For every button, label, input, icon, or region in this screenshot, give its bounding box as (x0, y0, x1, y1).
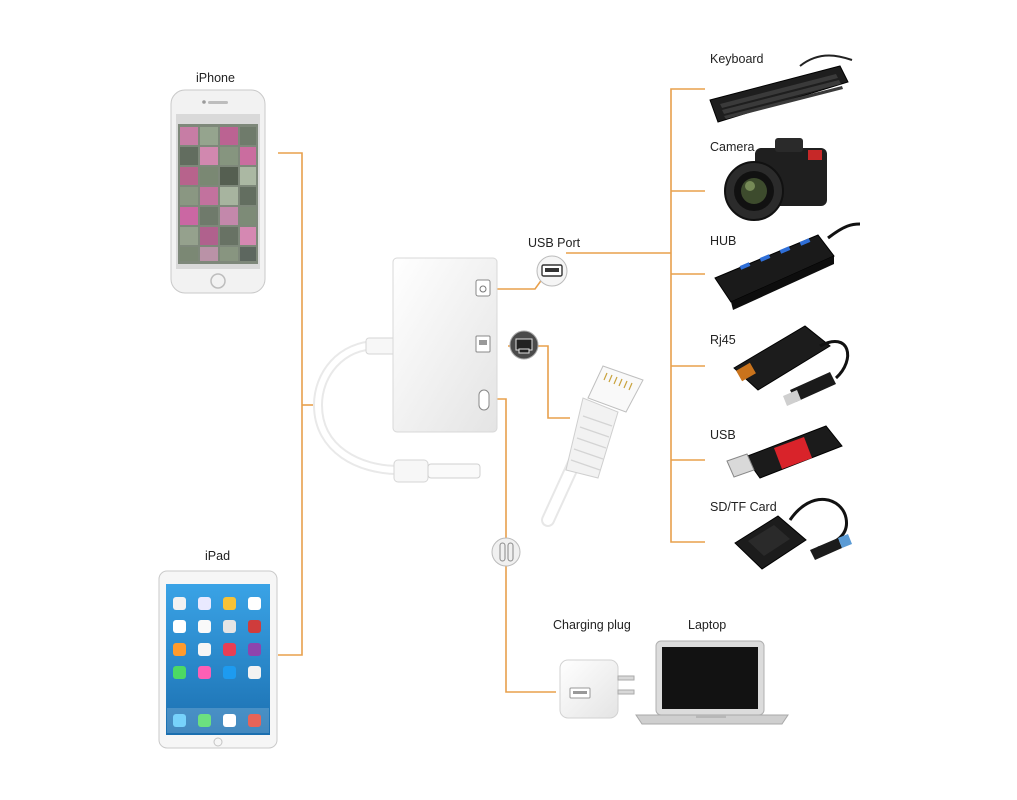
iphone-image (170, 89, 266, 294)
hub-label: HUB (710, 234, 737, 248)
charging-plug-image (559, 659, 635, 719)
ethernet-cable-image (541, 365, 644, 527)
rj45-port-icon (509, 330, 539, 360)
ethernet-adapter-image (733, 325, 850, 406)
card-reader-image (734, 498, 852, 570)
iphone-label: iPhone (196, 71, 235, 85)
usb-hub-image (714, 222, 861, 310)
lightning-port-icon (491, 537, 521, 567)
laptop-label: Laptop (688, 618, 727, 632)
sd-tf-card-label: SD/TF Card (710, 500, 777, 514)
ipad-image (158, 570, 278, 749)
keyboard-image (709, 54, 853, 123)
rj45-label: Rj45 (710, 333, 736, 347)
usb-port-label: USB Port (528, 236, 581, 250)
laptop-image (635, 640, 789, 725)
usb-flash-drive-image (726, 425, 843, 479)
ipad-label: iPad (205, 549, 231, 563)
connector-lines (278, 88, 705, 693)
camera-label: Camera (710, 140, 755, 154)
adapter-image (312, 257, 498, 483)
usb-port-icon (536, 255, 568, 287)
keyboard-label: Keyboard (710, 52, 764, 66)
camera-image (724, 138, 827, 221)
charging-plug-label: Charging plug (553, 618, 631, 632)
usb-label: USB (710, 428, 736, 442)
